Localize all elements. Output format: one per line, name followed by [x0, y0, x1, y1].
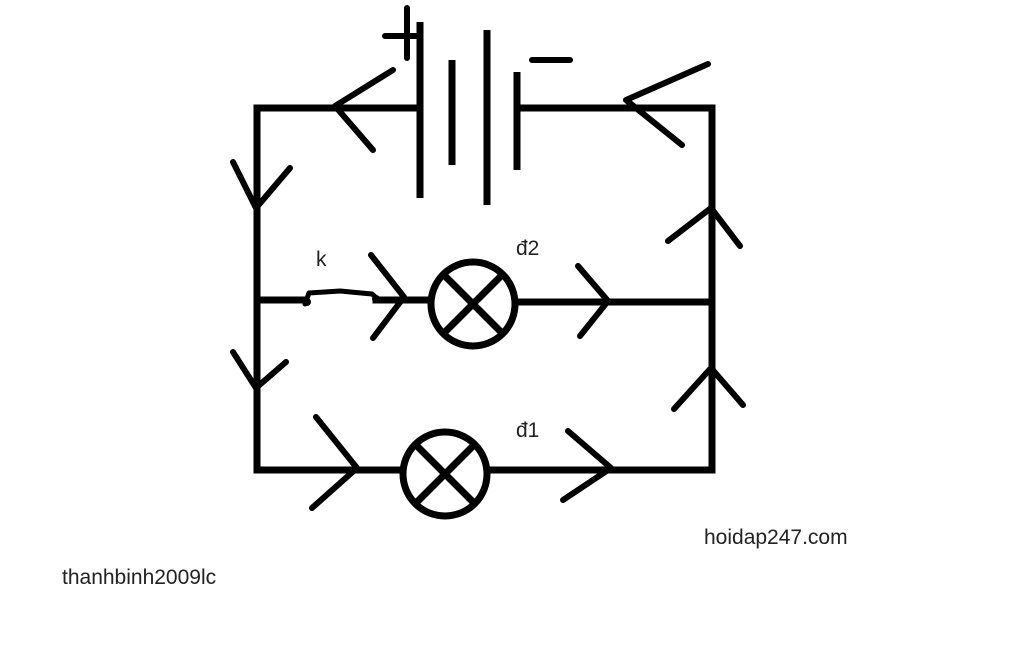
lamp2-label: đ2	[516, 237, 539, 260]
arrow-icon	[575, 263, 611, 339]
wire-top-left	[253, 104, 424, 474]
switch-label: k	[316, 248, 327, 271]
author-watermark: thanhbinh2009lc	[62, 566, 216, 589]
lamp-icon	[427, 258, 519, 350]
arrow-icon	[230, 349, 289, 391]
arrow-icon	[309, 414, 360, 511]
battery-icon	[416, 22, 521, 205]
lamp-icon	[399, 428, 491, 520]
lamp1-label: đ1	[516, 419, 539, 442]
site-watermark: hoidap247.com	[704, 526, 848, 549]
arrow-icon	[665, 205, 743, 249]
switch-icon	[302, 288, 382, 307]
arrow-icon	[368, 252, 407, 341]
arrow-icon	[332, 67, 396, 153]
arrow-icon	[623, 61, 711, 148]
plus-sign-icon	[382, 5, 421, 61]
wire-top-right	[518, 104, 716, 474]
arrow-icon	[230, 159, 293, 211]
arrow-icon	[671, 365, 746, 412]
arrow-icon	[560, 428, 614, 503]
